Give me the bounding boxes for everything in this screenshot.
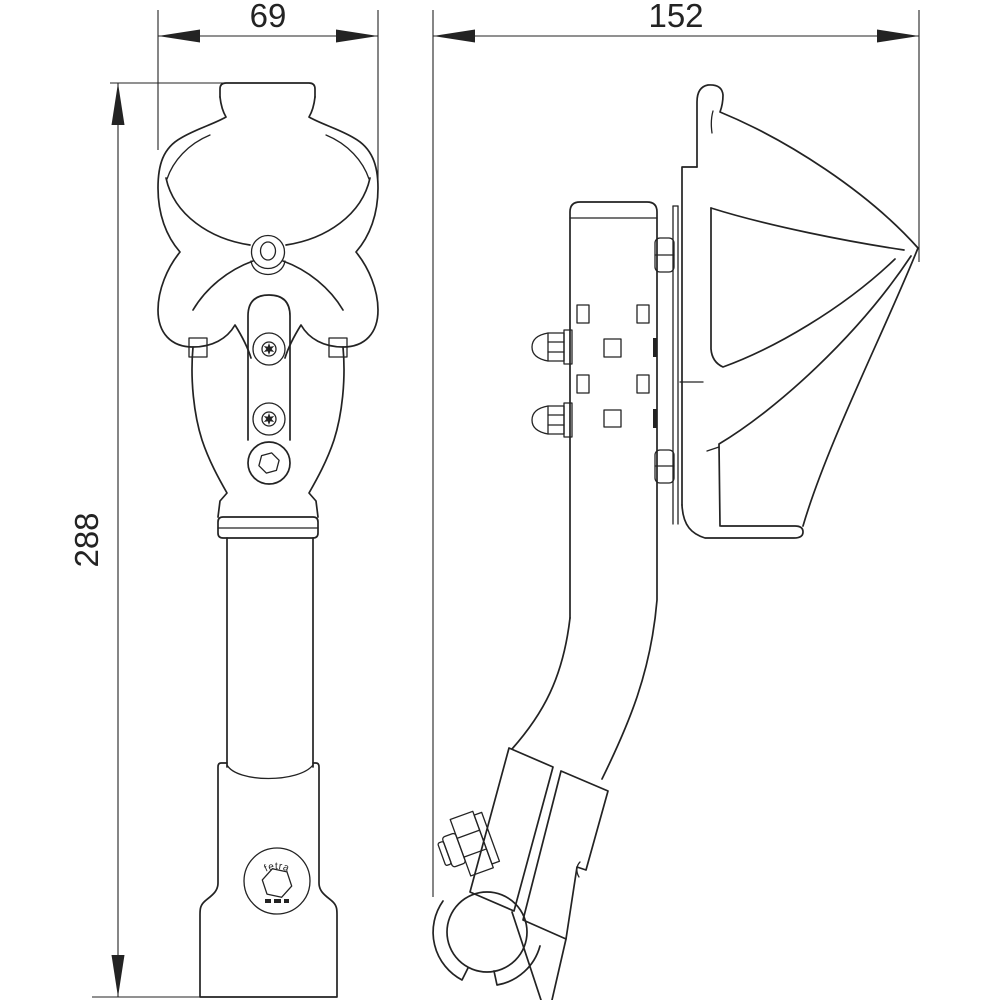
plate-screw-bottom — [252, 402, 286, 436]
dimension-cage-width: 69 — [157, 0, 379, 182]
arm-left-edge — [511, 617, 571, 750]
clamp-plate-front — [469, 747, 554, 912]
cage-left-body — [157, 96, 252, 359]
dome-nut-top — [531, 329, 573, 365]
cage-arm-left-upper — [165, 177, 251, 246]
nut-right-top — [654, 237, 675, 273]
cage-lower-edge-left — [191, 346, 228, 518]
cage-arm-right-upper — [285, 177, 371, 246]
clamp-plate-rear — [522, 770, 609, 940]
plate-hex-bolt — [247, 441, 291, 485]
hex-socket-icon — [258, 452, 280, 474]
arrow-down-icon — [111, 955, 125, 997]
arrow-up-icon — [111, 83, 125, 125]
dome-nut-bottom — [531, 402, 573, 438]
cage-window-left — [188, 337, 208, 358]
dimension-value: 69 — [250, 0, 287, 34]
arrow-right-icon — [877, 29, 919, 43]
bar-square-holes — [576, 304, 657, 428]
cage-arm-left-lower — [192, 260, 254, 311]
arrow-left-icon — [433, 29, 475, 43]
cage-inner-wall — [710, 207, 896, 368]
dimension-value: 152 — [648, 0, 703, 34]
post-collar — [217, 516, 319, 539]
cage-inner-shoulder-left — [166, 134, 211, 180]
cage-step-tick-lower — [706, 446, 720, 452]
clamp-bolt — [437, 810, 501, 877]
clamp-ring-left-arc — [432, 900, 469, 981]
base-block — [199, 762, 338, 998]
torx-recess-icon — [263, 413, 275, 425]
extension-lines — [92, 82, 227, 998]
emblem-brand-text: fetra — [263, 861, 291, 875]
front-view: fetra — [157, 82, 379, 998]
cage-hook-inner-line — [710, 110, 714, 134]
extension-lines — [157, 10, 379, 182]
cage-center-knob-outer — [250, 234, 286, 270]
clamp-jaw-right — [551, 938, 567, 1000]
cage-right-body — [284, 96, 379, 359]
clamp-jaw-left — [511, 911, 542, 1000]
cage-inner-top-curve — [710, 207, 905, 251]
clamped-tube — [446, 891, 528, 973]
torx-recess-icon — [263, 343, 275, 355]
clamp-notch — [576, 861, 581, 878]
back-plate — [672, 205, 679, 525]
extension-lines — [432, 10, 920, 897]
cage-center-bowl — [250, 260, 286, 275]
nut-right-bottom — [654, 449, 675, 484]
cage-arm-right-lower — [282, 260, 344, 311]
side-view — [432, 84, 919, 1000]
cage-top-cap — [219, 82, 316, 98]
clamp-ring-bottom-arc — [493, 945, 541, 986]
cage-foot — [681, 504, 804, 539]
emblem-circle — [243, 847, 311, 915]
cage-window-right — [328, 337, 348, 358]
mounting-plate — [247, 294, 291, 441]
cage-inner-shoulder-right — [325, 134, 370, 180]
post-cylinder — [226, 537, 314, 780]
plate-screw-top — [252, 332, 286, 366]
brand-emblem: fetra — [243, 847, 311, 915]
dimension-value: 288 — [68, 512, 105, 567]
arrow-left-icon — [158, 29, 200, 43]
dimension-mount-depth: 152 — [432, 0, 920, 897]
emblem-stamp-marks — [265, 899, 289, 903]
cage-front-wall — [681, 166, 698, 506]
mounting-bar — [569, 201, 658, 780]
cage-lower-edge-right — [308, 346, 345, 518]
emblem-hex-icon — [261, 868, 293, 898]
arrow-right-icon — [336, 29, 378, 43]
cage-center-knob-inner — [259, 241, 277, 261]
dimension-overall-height: 288 — [68, 82, 227, 998]
cage-profile-outer — [696, 84, 919, 527]
cage-lower-lip-inner — [718, 255, 912, 527]
